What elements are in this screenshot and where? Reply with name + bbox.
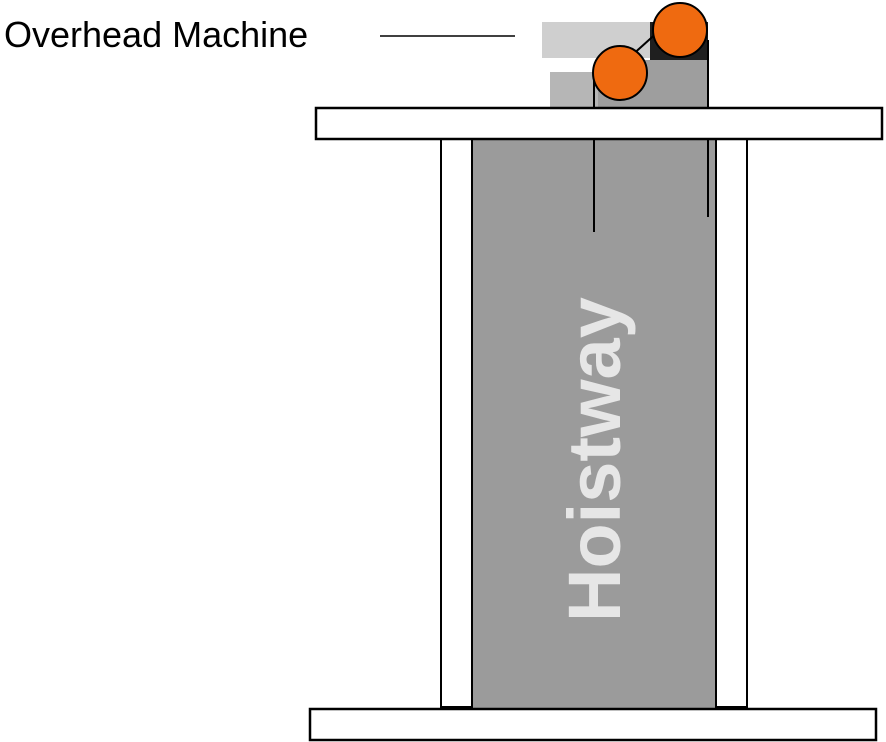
bottom-slab <box>308 707 878 742</box>
left-wall <box>440 138 473 708</box>
upper-sheave-icon <box>652 2 708 58</box>
lower-sheave-icon <box>592 45 648 101</box>
overhead-machine-label: Overhead Machine <box>4 14 308 55</box>
right-wall <box>715 138 748 708</box>
top-slab <box>314 106 884 141</box>
hoistway-shaft <box>472 138 716 708</box>
hoistway-label: Hoistway <box>553 297 636 622</box>
